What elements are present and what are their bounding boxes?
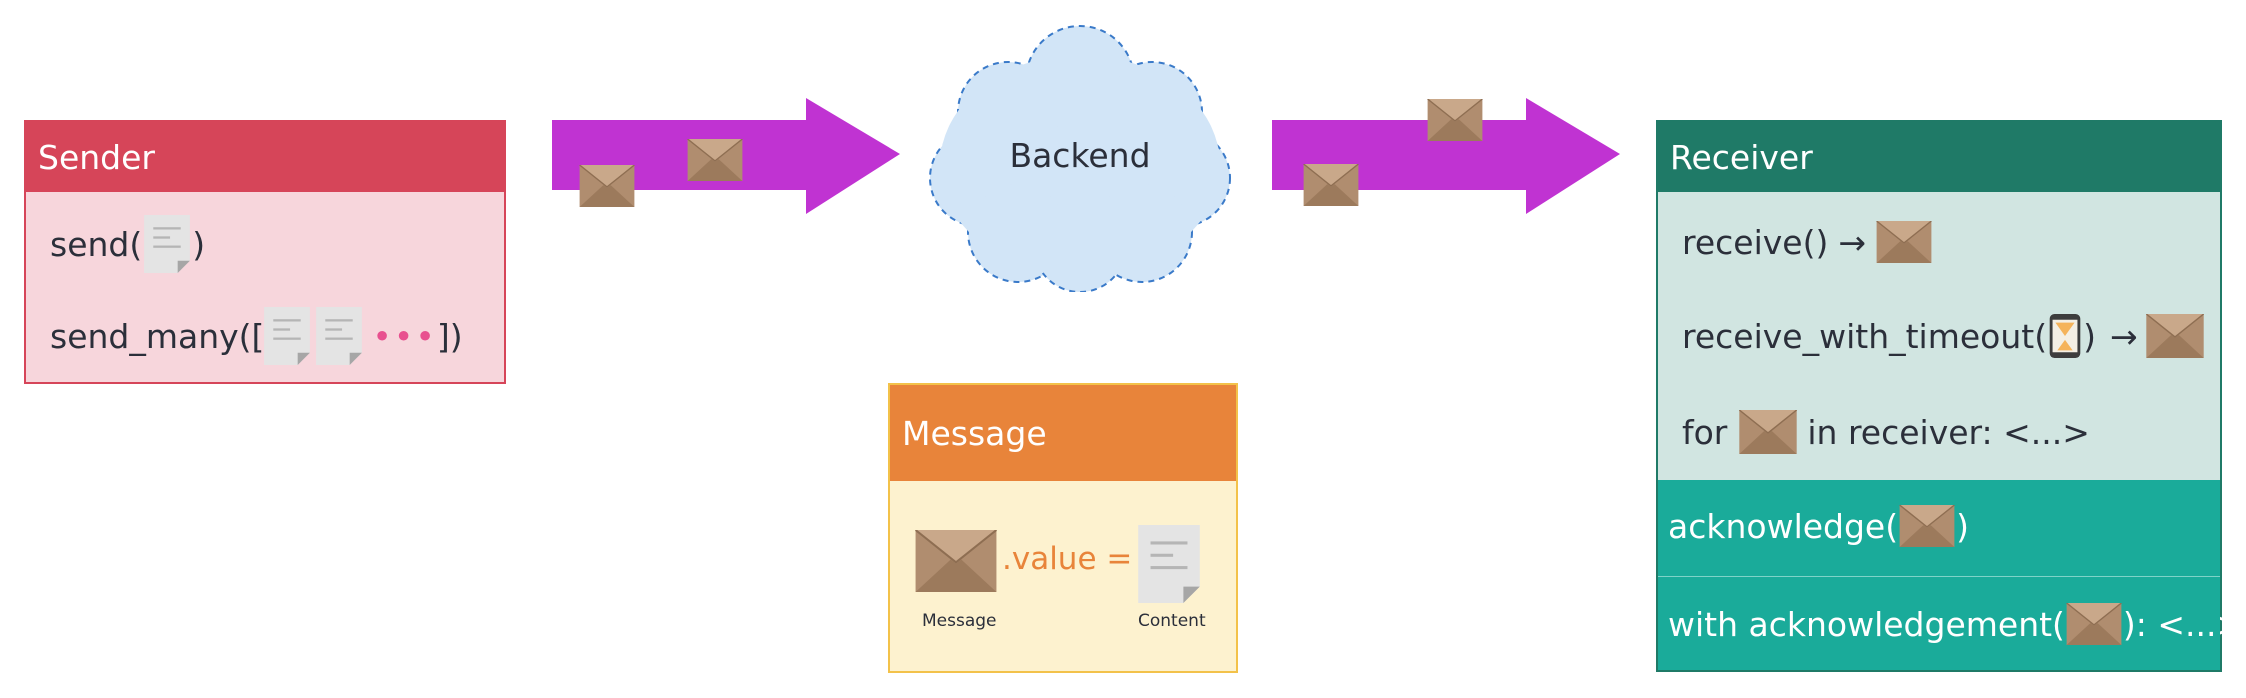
- envelope-icon: [2065, 603, 2123, 645]
- envelope-icon: [2146, 314, 2204, 358]
- envelope-icon: [1898, 505, 1956, 547]
- envelope-icon: [1302, 164, 1360, 206]
- document-icon: [264, 307, 310, 365]
- send-method: send( ): [50, 214, 205, 274]
- backend-label: Backend: [1009, 136, 1151, 175]
- for-prefix: for: [1682, 412, 1728, 452]
- envelope-icon: [1426, 99, 1484, 141]
- receive-timeout-suffix: ): [2083, 316, 2096, 356]
- receiver-box: Receiver receive() → receive_with_timeou…: [1656, 120, 2244, 672]
- sender-box: Sender send( ) send_many([ ••• ]): [24, 120, 506, 384]
- receive-with-timeout-method: receive_with_timeout( ) →: [1682, 306, 2204, 366]
- hourglass-icon: [2049, 314, 2081, 358]
- receive-method: receive() →: [1682, 212, 1932, 272]
- envelope-icon: [686, 139, 744, 181]
- receiver-title: Receiver: [1658, 122, 2220, 192]
- for-loop-usage: for in receiver: <...>: [1682, 402, 2090, 462]
- send-prefix: send(: [50, 224, 143, 264]
- value-assign-text: .value =: [1002, 541, 1133, 577]
- ellipsis-dots: •••: [372, 316, 437, 356]
- arrow-glyph: →: [2109, 316, 2138, 356]
- document-icon: [144, 215, 190, 273]
- acknowledge-prefix: acknowledge(: [1668, 506, 1899, 546]
- send-many-prefix: send_many([: [50, 316, 265, 356]
- arrow-backend-to-receiver: [1272, 98, 1620, 214]
- message-box: Message .value = Message Content: [888, 383, 1238, 673]
- sender-title: Sender: [26, 122, 504, 192]
- envelope-icon: [914, 530, 998, 592]
- acknowledge-method: acknowledge( ): [1668, 496, 1969, 556]
- send-suffix: ): [192, 224, 206, 264]
- message-caption: Message: [922, 611, 997, 631]
- acknowledge-suffix: ): [1956, 506, 1969, 546]
- send-many-suffix: ]): [436, 316, 463, 356]
- message-title: Message: [890, 385, 1236, 481]
- send-many-method: send_many([ ••• ]): [50, 306, 463, 366]
- envelope-icon: [578, 165, 636, 207]
- envelope-icon: [1876, 221, 1932, 263]
- document-icon: [316, 307, 362, 365]
- with-acknowledgement-usage: with acknowledgement( ): <...>: [1668, 594, 2244, 654]
- receive-prefix: receive(): [1682, 222, 1829, 262]
- acknowledge-section: acknowledge( ) with acknowledgement( ): …: [1658, 480, 2244, 670]
- content-caption: Content: [1138, 611, 1206, 631]
- receive-timeout-prefix: receive_with_timeout(: [1682, 316, 2048, 356]
- arrow-glyph: →: [1838, 222, 1866, 262]
- envelope-icon: [1739, 410, 1797, 454]
- with-ack-prefix: with acknowledgement(: [1668, 604, 2065, 644]
- with-ack-suffix: ): <...>: [2122, 604, 2245, 644]
- for-suffix: in receiver: <...>: [1807, 412, 2090, 452]
- document-icon: [1138, 525, 1200, 603]
- backend-cloud: [929, 25, 1231, 292]
- divider: [1658, 576, 2220, 577]
